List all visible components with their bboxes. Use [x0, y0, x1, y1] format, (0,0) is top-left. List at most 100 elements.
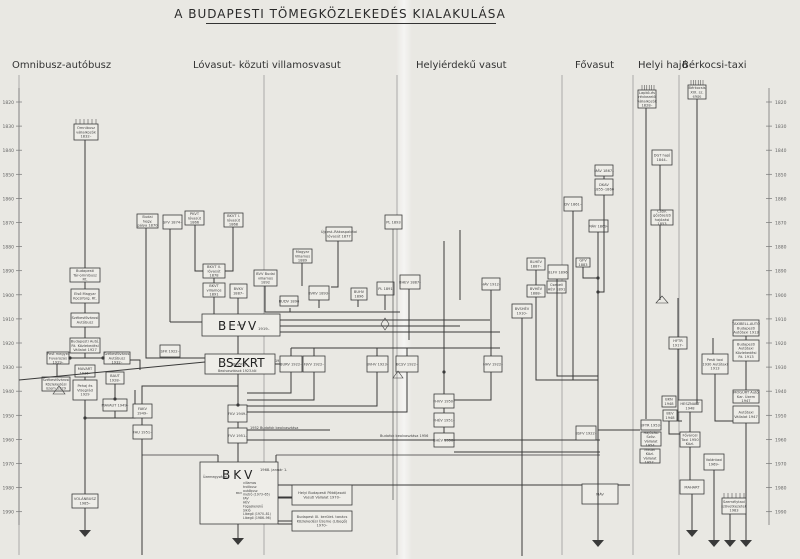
node-sfv — [162, 214, 183, 230]
junction-dot — [68, 356, 72, 360]
node-label: Székesfővárosi — [43, 378, 70, 382]
bkv-units-heading: Üzemegységei: — [203, 474, 228, 479]
node-label: HFTR — [673, 339, 683, 343]
node-hhv — [483, 355, 503, 373]
node-label: 1983 — [729, 508, 738, 512]
column-header-omnibusz: Omnibusz-autóbusz — [12, 60, 112, 71]
node-bkv — [199, 461, 279, 525]
node-label: BURV 1922– — [280, 362, 302, 366]
node-label: HHV 1922– — [483, 362, 503, 366]
node-label: BHEV 1887– — [399, 280, 421, 284]
node-label: Volántaxi — [706, 458, 723, 462]
node-label: lóvasút — [227, 218, 241, 222]
node-label: BAUT — [110, 374, 121, 378]
node-label: Bérkocsis — [688, 86, 705, 90]
axis-tick-label: 1950 — [775, 413, 787, 419]
flow-arrow-icon — [724, 540, 736, 547]
bkv-unit: HÉV — [243, 500, 250, 505]
node-label: Meder — [644, 448, 656, 452]
column-header-hev: Helyiérdekű vasut — [416, 60, 507, 71]
axis-tick-label: 1920 — [775, 341, 787, 347]
node-label: Autóbusz — [109, 356, 126, 360]
node-hajo_origin — [637, 89, 657, 109]
node-label: FVV 1951– — [228, 434, 247, 438]
node-label: DKAV — [599, 183, 609, 187]
node-label: BKVT — [209, 284, 219, 288]
node-label: 1985– — [80, 501, 91, 505]
node-label: BKVT II. — [207, 265, 221, 269]
axis-tick-label: 1900 — [3, 293, 15, 299]
flow-arrow-icon — [79, 530, 91, 537]
node-label: 1832– — [81, 134, 92, 138]
axis-tick-label: 1820 — [3, 100, 15, 106]
node-bsfv — [575, 425, 597, 441]
node-label: Csöv. — [657, 210, 667, 214]
axis-tick-label: 1890 — [3, 269, 15, 275]
node-label: üzem 1929 — [46, 386, 67, 390]
node-label: 1957– — [645, 460, 656, 464]
connector-line — [556, 279, 598, 377]
connector-line — [264, 286, 290, 313]
node-label: PKVT — [190, 212, 200, 216]
axis-tick-label: 1860 — [3, 196, 15, 202]
node-label: 1868 — [229, 222, 239, 226]
node-label: pálya 1870 — [137, 223, 158, 227]
connector-line — [582, 267, 598, 279]
node-label: XIX. sz. — [690, 90, 703, 94]
node-label: 1930 Autótaxi — [702, 362, 727, 366]
bkv-title: BKV — [222, 468, 255, 482]
node-label: ELFV 1896 — [548, 270, 568, 274]
node-label: PL 1891 — [378, 287, 392, 291]
node-label: BVKV 1893– — [308, 291, 330, 295]
bkv-unit: Sikló — [243, 508, 251, 512]
node-bevv — [201, 313, 281, 337]
connector-line — [454, 290, 492, 401]
node-label: vállalkozók — [76, 130, 97, 134]
connector-line — [130, 359, 141, 370]
node-label: BLHÉV — [530, 259, 542, 264]
terminated-marker-icon — [52, 385, 66, 395]
node-label: Vállalat 1927 — [73, 348, 96, 352]
flow-arrow-icon — [708, 540, 720, 547]
node-label: Budai — [142, 215, 152, 219]
node-bkn — [661, 395, 677, 408]
node-label: 1929 — [80, 392, 90, 396]
node-sfk — [159, 344, 181, 358]
axis-tick-label: 1990 — [775, 510, 787, 516]
node-label: 1853 — [657, 222, 666, 226]
node-label: 1948 — [665, 416, 675, 420]
connector-line — [194, 225, 203, 272]
node-label: FHVV 1950– — [433, 399, 455, 403]
axis-tick-label: 1870 — [3, 221, 15, 227]
node-label: 1970– — [317, 523, 328, 527]
node-label: lóvasút 1877 — [327, 234, 350, 238]
node-szekesfovaros_auto — [41, 376, 71, 392]
node-label: Taxi 1950 — [680, 438, 699, 442]
axis-tick-label: 1840 — [3, 148, 15, 154]
node-label: MAVART — [78, 367, 93, 371]
bszkrt-subtitle: Beolvasztások 1923-tól — [218, 369, 257, 373]
node-label: Budapesti — [76, 269, 94, 273]
connector-line — [289, 308, 400, 313]
diagram-title: A BUDAPESTI TÖMEGKÖZLEKEDÉS KIALAKULÁSA — [174, 7, 506, 21]
bkv-unit: FAV — [243, 497, 250, 501]
flow-arrow-icon — [232, 538, 244, 545]
node-label: Villamos — [295, 254, 310, 258]
flow-arrow-icon — [592, 540, 604, 547]
axis-tick-label: 1920 — [3, 341, 15, 347]
connector-line — [141, 374, 239, 404]
axis-tick-label: 1880 — [3, 245, 15, 251]
axis-tick-label: 1900 — [775, 293, 787, 299]
node-label: 1891 — [209, 292, 218, 296]
node-label: 1910– — [517, 311, 528, 315]
axis-tick-label: 1990 — [3, 510, 15, 516]
node-label: 1913 — [710, 366, 719, 370]
node-label: Rt. — [82, 277, 87, 281]
node-label: Vállalat — [644, 439, 658, 443]
axis-tick-label: 1850 — [3, 172, 15, 178]
node-label: lóvasút — [188, 216, 202, 220]
node-label: villamos — [207, 288, 222, 292]
node-label: Budapesti — [737, 326, 755, 330]
node-label: PL 1893 — [386, 220, 400, 224]
node-ujpest_rakos — [325, 226, 353, 242]
